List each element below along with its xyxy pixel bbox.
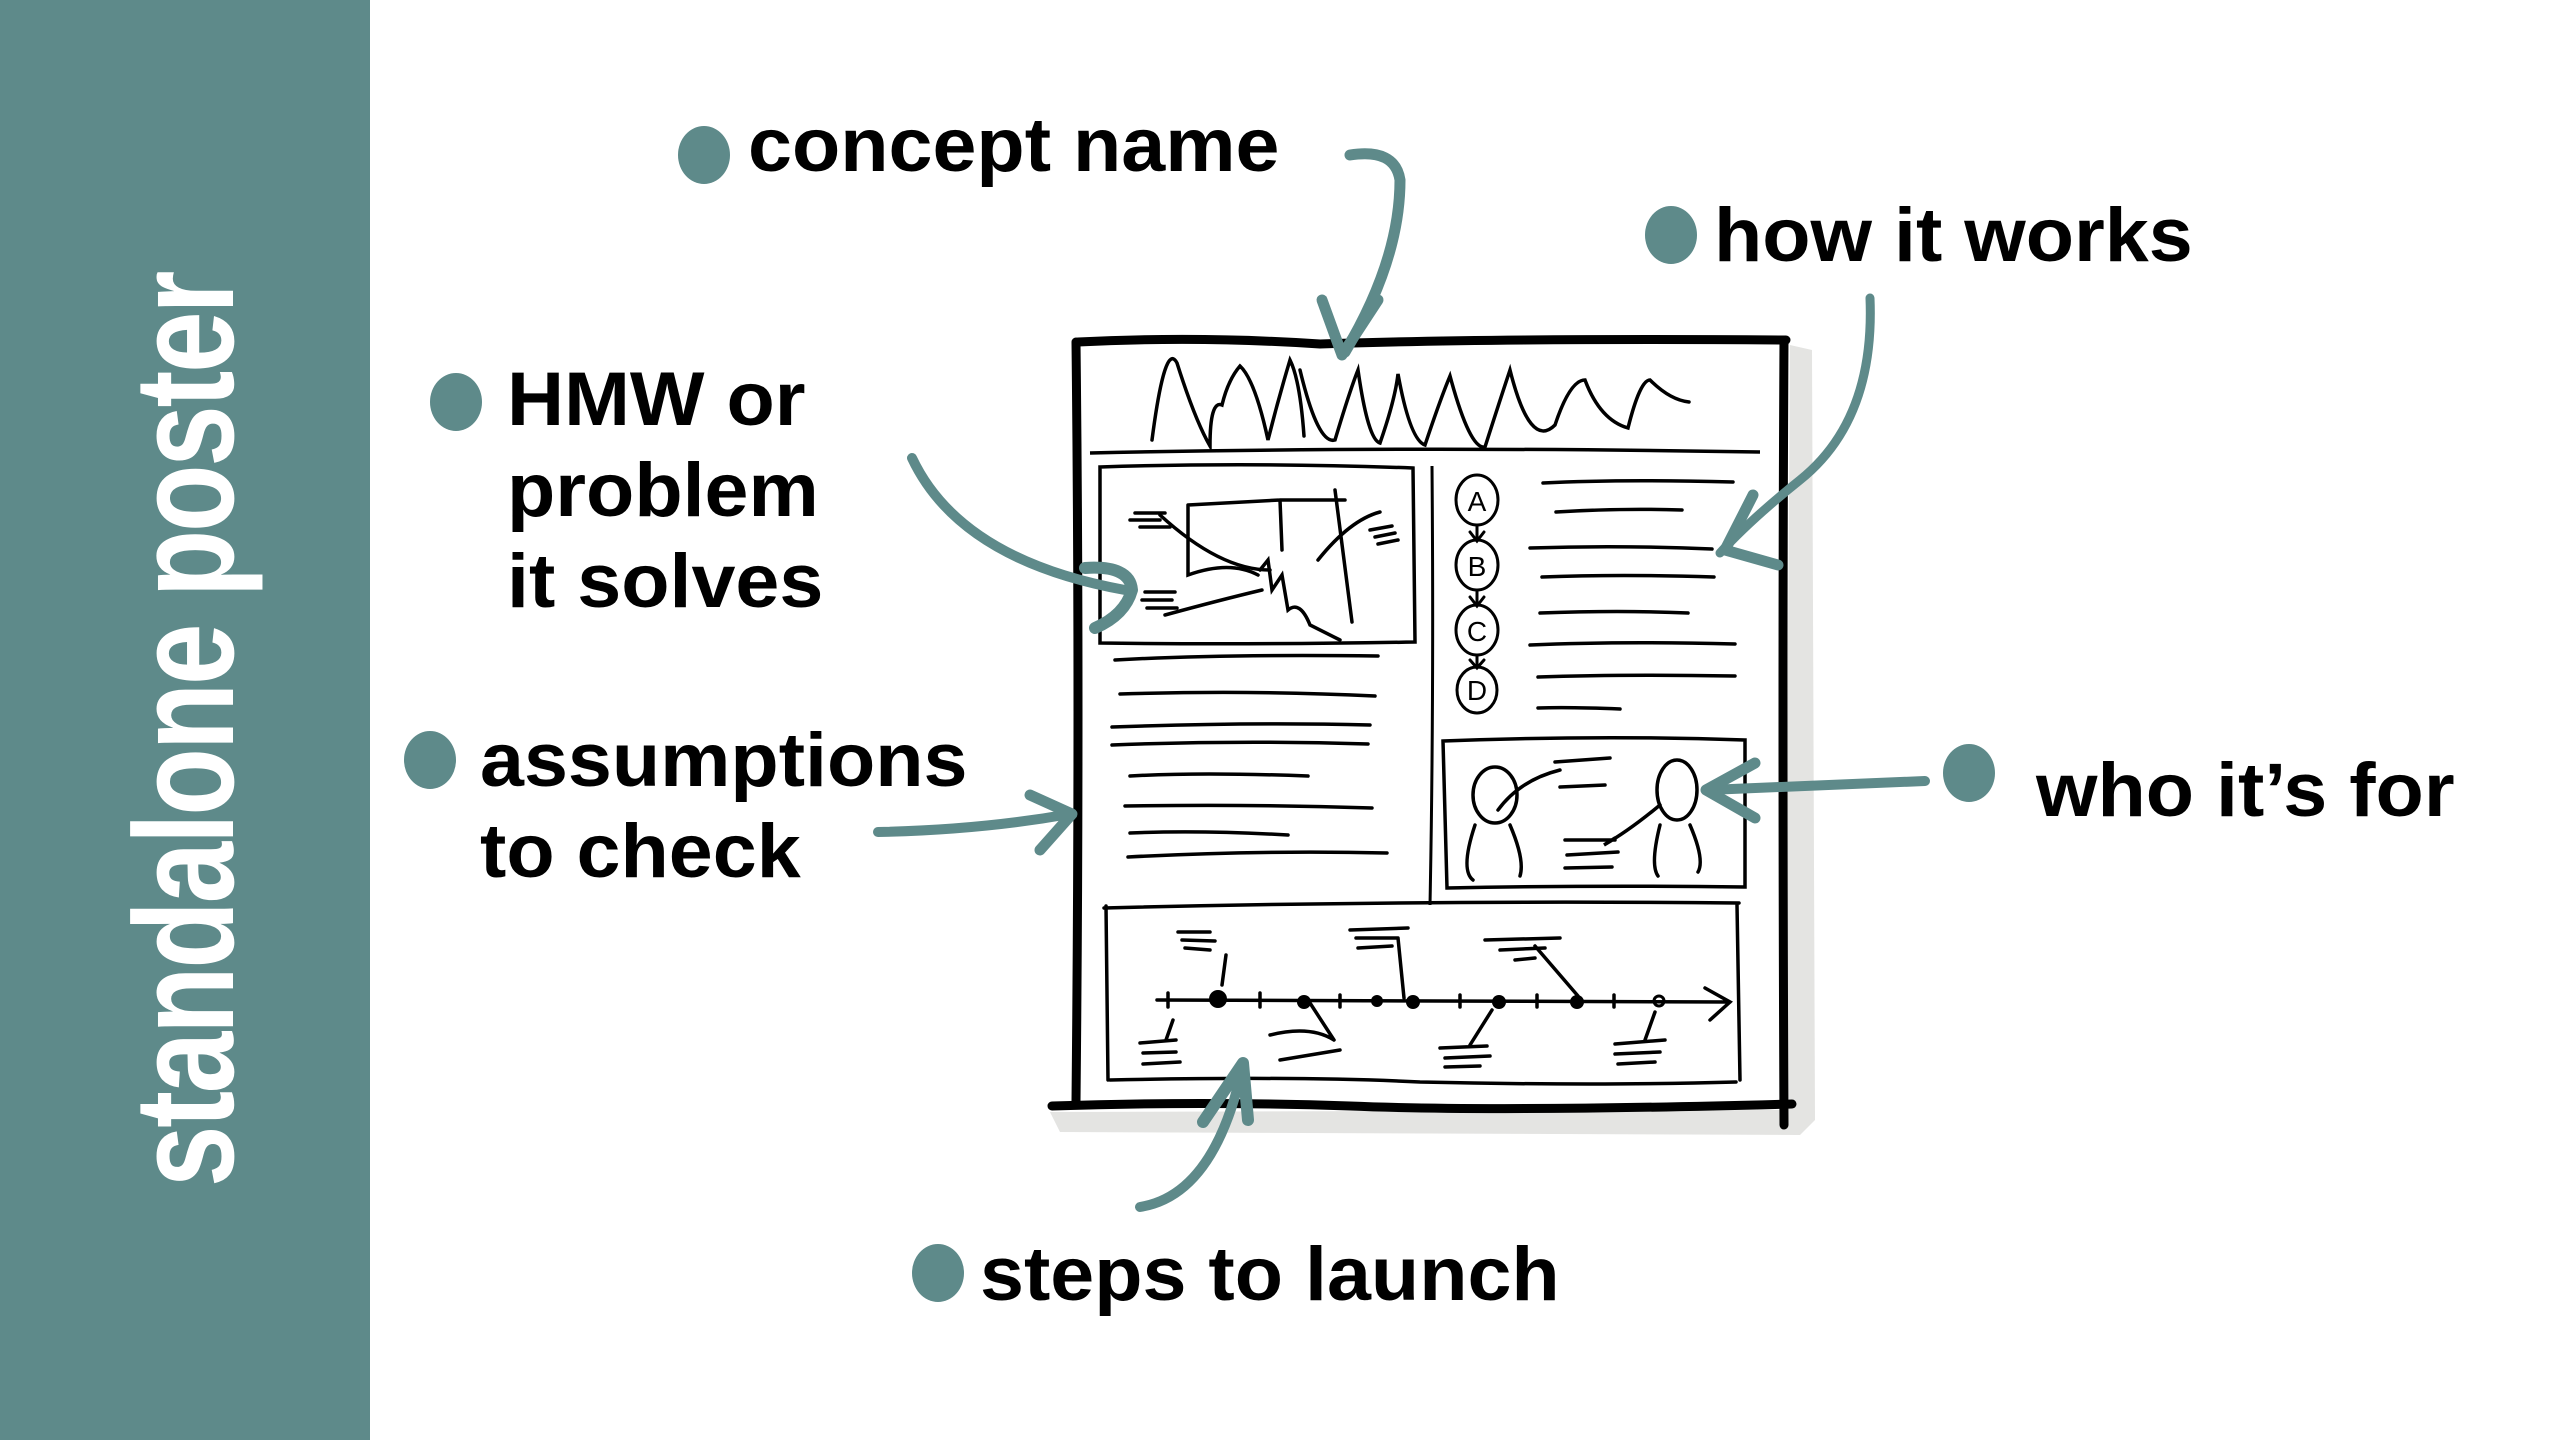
who-its-for-illustration [1441,735,1747,890]
arrow-steps-to-launch-head [1197,1057,1254,1128]
arrow-assumptions [873,809,1075,837]
callout-line: HMW or [507,357,806,442]
callout-line: assumptions [480,718,968,803]
arrow-hmw-head [1079,561,1138,634]
bullet-dot-how-it-works [1645,206,1697,264]
steps-timeline [1102,900,1742,1086]
callout-line: concept name [748,103,1280,188]
step-node-label: A [1468,486,1487,517]
callout-line: it solves [507,539,824,624]
how-it-works-flow [1454,473,1500,715]
assumptions-text-lines [1110,653,1389,859]
callout-arrows [873,148,1930,1212]
arrow-assumptions-head [1024,789,1078,856]
callout-line: how it works [1714,193,2193,278]
callout-line: to check [480,809,801,894]
callout-hmw: HMW or problem it solves [507,354,823,627]
arrow-who-its-for-head [1700,757,1761,824]
callout-line: steps to launch [980,1232,1560,1317]
title-scribble [1150,355,1691,453]
problem-illustration [1098,462,1417,646]
bullet-dot-assumptions [404,731,456,789]
column-divider [1428,465,1435,906]
arrow-how-it-works-head [1719,489,1784,571]
step-node-label: D [1467,675,1487,706]
step-node-label: B [1468,551,1487,582]
arrow-concept-name-head [1316,294,1384,361]
callout-concept-name: concept name [748,100,1279,191]
callout-line: who it’s for [2036,748,2455,833]
arrow-concept-name [1339,148,1406,358]
step-node-label: C [1467,616,1487,647]
how-it-works-text-lines [1528,478,1737,711]
arrow-hmw [907,453,1130,595]
sidebar-band: standalone poster [0,0,370,1440]
bullet-dot-concept-name [678,126,730,184]
poster-frame [1047,334,1797,1130]
arrow-who-its-for [1703,776,1930,795]
callout-line: problem [507,448,819,533]
arrow-how-it-works [1715,293,1875,558]
callout-assumptions: assumptions to check [480,715,968,897]
header-divider [1089,447,1761,455]
arrow-steps-to-launch [1135,1060,1248,1212]
timeline-milestones [1209,990,1666,1009]
callout-who-its-for: who it’s for [2036,745,2455,836]
bullet-dot-steps-to-launch [912,1244,964,1302]
bullet-dot-hmw [430,373,482,431]
callout-how-it-works: how it works [1714,190,2193,281]
step-node-labels: A B C D [1467,486,1487,706]
callout-steps-to-launch: steps to launch [980,1229,1560,1320]
bullet-dot-who-its-for [1943,744,1995,802]
